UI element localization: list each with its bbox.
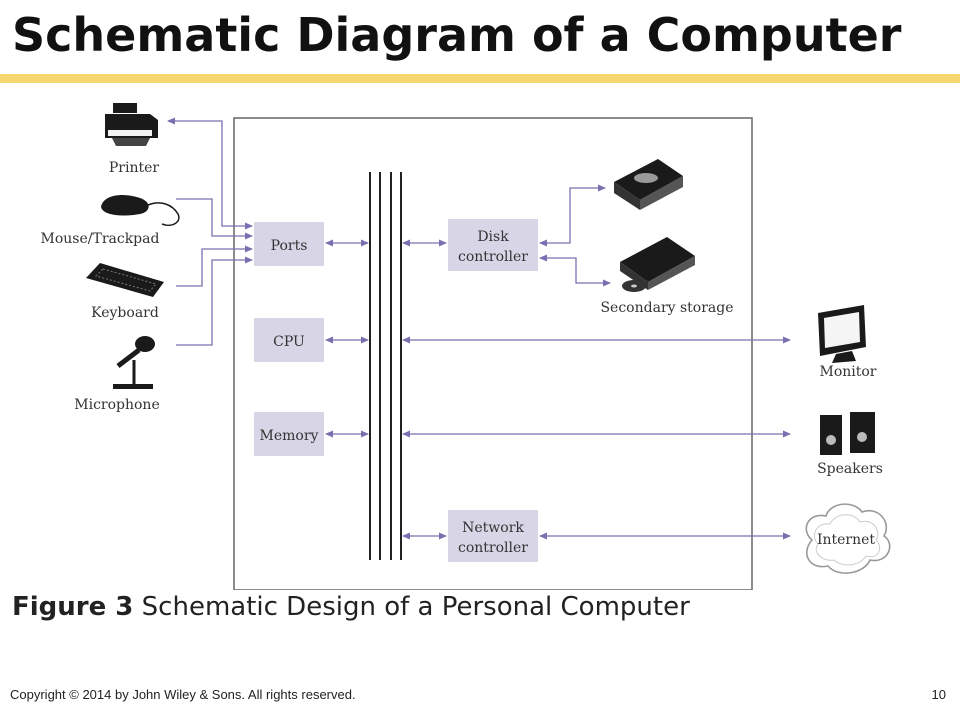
speakers-label: Speakers <box>817 461 883 477</box>
mouse-icon <box>101 195 180 226</box>
system-bus <box>369 172 402 560</box>
network-controller-label-line1: Network <box>462 520 524 536</box>
figure-caption-label: Figure 3 <box>12 592 134 622</box>
slide-title: Schematic Diagram of a Computer <box>12 8 902 62</box>
disk-controller-label-line2: controller <box>458 249 528 265</box>
network-controller-label-line2: controller <box>458 540 528 556</box>
internet-label: Internet <box>817 532 875 548</box>
monitor-label: Monitor <box>819 364 876 380</box>
keyboard-icon <box>86 263 164 297</box>
ports-box: Ports <box>254 222 324 266</box>
connectors <box>167 117 791 540</box>
disk-optical-link <box>539 254 611 287</box>
microphone-ports-link <box>176 256 253 346</box>
speakers-icon <box>820 412 875 455</box>
memory-box: Memory <box>254 412 324 456</box>
figure-caption: Figure 3 Schematic Design of a Personal … <box>12 592 690 622</box>
ports-label: Ports <box>271 238 308 254</box>
disk-hdd-link <box>539 184 606 247</box>
page-number: 10 <box>931 687 946 702</box>
hard-drive-icon <box>614 159 683 210</box>
monitor-icon <box>818 305 866 363</box>
disk-controller-box: Disk controller <box>448 219 538 271</box>
keyboard-ports-link <box>176 245 253 287</box>
system-unit-frame <box>233 117 753 590</box>
cloud-icon <box>805 503 891 574</box>
secondary-storage-label: Secondary storage <box>600 300 733 316</box>
title-rule <box>0 74 960 83</box>
memory-label: Memory <box>260 428 319 444</box>
printer-label: Printer <box>109 160 160 176</box>
mouse-ports-link <box>176 198 253 240</box>
copyright-notice: Copyright © 2014 by John Wiley & Sons. A… <box>10 687 356 702</box>
printer-ports-link <box>167 117 253 230</box>
mouse-trackpad-label: Mouse/Trackpad <box>41 231 160 247</box>
computer-schematic-diagram: Ports CPU Memory Disk controller Network… <box>41 103 891 590</box>
keyboard-label: Keyboard <box>91 305 159 321</box>
disk-controller-label-line1: Disk <box>477 229 509 245</box>
cpu-label: CPU <box>273 334 305 350</box>
network-controller-box: Network controller <box>448 510 538 562</box>
optical-drive-icon <box>620 237 695 292</box>
printer-icon <box>105 103 158 146</box>
microphone-icon <box>113 336 155 389</box>
microphone-label: Microphone <box>74 397 159 413</box>
figure-caption-text: Schematic Design of a Personal Computer <box>141 592 690 622</box>
cpu-box: CPU <box>254 318 324 362</box>
